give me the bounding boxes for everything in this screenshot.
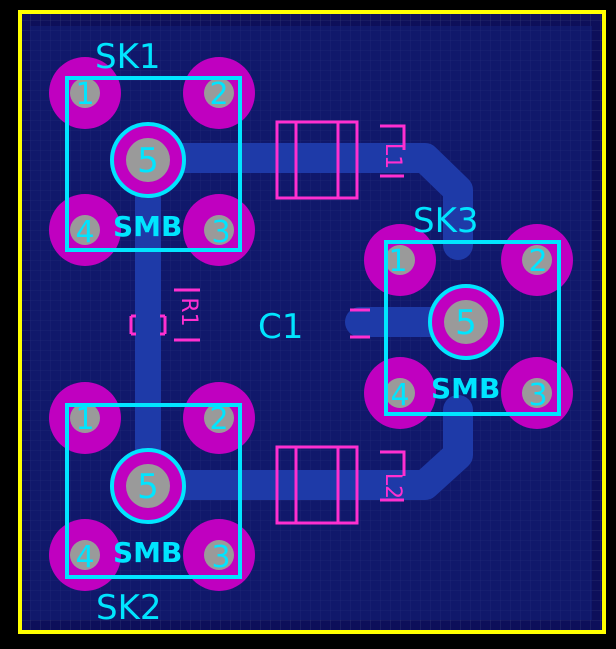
sk3-pin-2: 2 [528,244,547,279]
sk2-ref: SK2 [96,588,162,628]
marker-l2 [380,450,406,502]
sk1-pin-1: 1 [75,77,94,112]
sk1-pin-5: 5 [137,141,159,181]
trace-sk1-top [133,143,473,260]
footprint-l2 [275,445,359,525]
sk2-pin-2: 2 [209,402,228,437]
sk2-pin-4: 4 [75,540,94,575]
marker-l1 [380,124,406,178]
sk3-pin-4: 4 [390,378,409,413]
sk1-ref: SK1 [95,37,161,77]
smd-footprints [129,120,370,525]
connector-sk2: SK2 SMB 1 2 3 4 5 [49,382,255,628]
label-c1: C1 [258,307,303,347]
label-l1: L1 [380,143,405,169]
sk2-pin-1: 1 [75,402,94,437]
sk1-pin-3: 3 [211,215,230,250]
connector-sk1: SK1 SMB 1 2 3 4 5 [49,37,255,266]
copper-pour [30,26,592,620]
sk3-pin-1: 1 [388,244,407,279]
sk2-package: SMB [113,536,182,569]
copper-traces [133,143,480,503]
marker-r1 [174,288,200,342]
board-outline [18,10,606,634]
footprint-l1 [275,120,359,200]
footprint-r1 [129,314,167,336]
sk2-pin-5: 5 [137,467,159,507]
connector-sk3: SK3 SMB 1 2 3 4 5 [364,201,573,429]
sk3-ref: SK3 [413,201,479,241]
part-markers [174,124,406,502]
sk1-package: SMB [113,210,182,243]
trace-sk2-bottom [133,395,473,500]
sk3-package: SMB [431,372,500,405]
sk3-pin-3: 3 [528,378,547,413]
sk1-pin-4: 4 [75,215,94,250]
label-l2: L2 [380,473,405,499]
sk3-pin-5: 5 [455,303,477,343]
footprint-c1 [350,308,370,339]
label-r1: R1 [176,297,201,326]
sk1-pin-2: 2 [209,77,228,112]
sk2-pin-3: 3 [211,540,230,575]
